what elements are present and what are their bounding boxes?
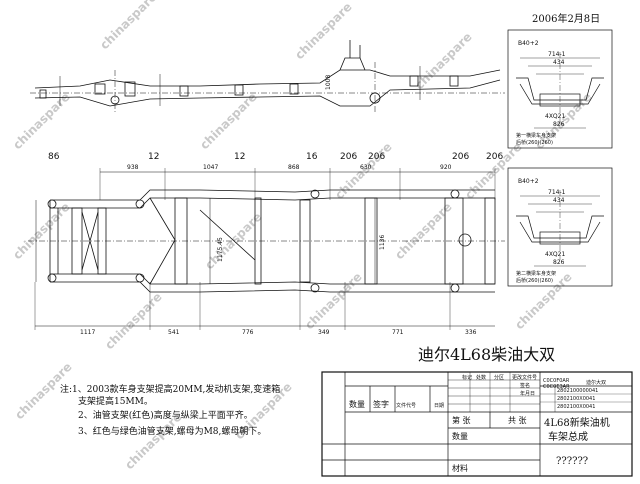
- note-line-1: 注:1、2003款车身支架提高20MM,发动机支架,变速箱: [60, 383, 280, 395]
- section-bottom-note-2: 后桥(260)(260): [516, 277, 553, 284]
- plan-view: [28, 168, 505, 330]
- plan-dim-top-4: 630: [360, 164, 372, 171]
- plan-dim-bottom-4: 349: [318, 329, 330, 336]
- segment-label-8: 206: [486, 152, 503, 162]
- watermark-text: chinaspare: [302, 270, 364, 332]
- section-top-note-2: 后桥(260)(260): [516, 139, 553, 146]
- tb-date-label: 日期: [434, 403, 444, 409]
- plan-dim-bottom-6: 336: [465, 329, 477, 336]
- segment-label-1: 86: [48, 152, 60, 162]
- segment-label-5: 206: [340, 152, 357, 162]
- section-top-label-3: 434: [553, 59, 565, 66]
- plan-dim-top-1: 938: [127, 164, 139, 171]
- plan-dim-top-2: 1047: [203, 164, 218, 171]
- section-bottom-label-2: 714-1: [548, 189, 566, 196]
- plan-dim-vertical-2: 1136: [379, 235, 386, 250]
- section-bottom-label-1: B40+2: [518, 178, 539, 185]
- section-bottom-label-5: 826: [553, 259, 565, 266]
- section-view-top: [507, 29, 613, 149]
- tb-quantity-label: 数量: [452, 431, 468, 441]
- note-line-4: 3、红色与绿色油管支架,螺母为M8,螺母朝下。: [78, 425, 266, 437]
- plan-dim-vertical-1: 1175.45: [217, 237, 224, 262]
- tb-code-2: 2802100X0041: [557, 396, 595, 402]
- plan-dim-bottom-2: 541: [168, 329, 180, 336]
- tb-part-sub: 车架总成: [548, 430, 588, 443]
- tb-header-3: 分区: [494, 374, 504, 381]
- tb-doc-label: 文件代号: [396, 402, 416, 409]
- section-top-note-1: 第一横梁车身支架: [516, 132, 556, 139]
- section-bottom-label-4: 4XQ21: [545, 251, 565, 258]
- tb-header-2: 处数: [476, 374, 486, 381]
- segment-label-6: 206: [368, 152, 385, 162]
- section-bottom-label-3: 434: [553, 197, 565, 204]
- plan-dim-top-5: 920: [440, 164, 452, 171]
- drawing-date: 2006年2月8日: [532, 12, 600, 25]
- watermark-text: chinaspare: [197, 90, 259, 152]
- tb-drawing-no: ??????: [556, 456, 588, 467]
- watermark-text: chinaspare: [10, 200, 72, 262]
- watermark-text: chinaspare: [102, 290, 164, 352]
- section-bottom-note-1: 第二横梁车身支架: [516, 270, 556, 277]
- tb-total-label: 共 张: [508, 416, 527, 425]
- watermark-text: chinaspare: [97, 0, 159, 52]
- tb-sign-label: 签字: [373, 399, 389, 409]
- tb-header-5: 签名: [520, 382, 530, 389]
- segment-labels: 86 12 12 16 206 206 206 206: [48, 152, 503, 162]
- note-line-3: 2、油管支架(红色)高度与纵梁上平面平齐。: [78, 409, 253, 421]
- side-dim: 1008: [325, 75, 332, 90]
- tb-code-small-1: C0C0F0AR: [543, 378, 570, 384]
- watermark-text: chinaspare: [462, 140, 524, 202]
- tb-header-6: 年月日: [520, 390, 535, 397]
- section-view-bottom: [507, 167, 613, 287]
- tb-code-small-3: 迪尔大双: [586, 379, 606, 386]
- plan-dim-bottom-3: 776: [242, 329, 254, 336]
- segment-label-3: 12: [234, 152, 245, 162]
- tb-material-label: 材料: [452, 463, 468, 473]
- section-top-label-4: 4XQ21: [545, 113, 565, 120]
- section-top-label-5: 826: [553, 121, 565, 128]
- watermark-text: chinaspare: [10, 90, 72, 152]
- title-block: [321, 371, 633, 477]
- plan-dim-bottom-1: 1117: [80, 329, 95, 336]
- watermark-text: chinaspare: [412, 30, 474, 92]
- plan-dim-top-3: 868: [288, 164, 300, 171]
- note-line-2: 支架提高15MM。: [78, 395, 153, 407]
- tb-qty-label: 数量: [349, 399, 365, 409]
- drawing-title: 迪尔4L68柴油大双: [418, 345, 555, 364]
- section-top-label-2: 714-1: [548, 51, 566, 58]
- tb-sheet-label: 第 张: [452, 415, 471, 425]
- segment-label-2: 12: [148, 152, 159, 162]
- plan-dim-bottom-5: 771: [392, 329, 404, 336]
- segment-label-4: 16: [306, 152, 318, 162]
- watermark-text: chinaspare: [292, 0, 354, 62]
- tb-header-4: 更改文件号: [512, 374, 537, 381]
- tb-code-3: 2802100X0041: [557, 404, 595, 410]
- tb-part-name: 4L68新柴油机: [544, 416, 610, 429]
- tb-code-1: 2802100000041: [557, 388, 598, 394]
- tb-header-1: 标记: [462, 374, 472, 381]
- segment-label-7: 206: [452, 152, 469, 162]
- side-view: [30, 40, 505, 112]
- tb-code-small-2: C0C0E3AR: [543, 384, 570, 390]
- section-top-label-1: B40+2: [518, 40, 539, 47]
